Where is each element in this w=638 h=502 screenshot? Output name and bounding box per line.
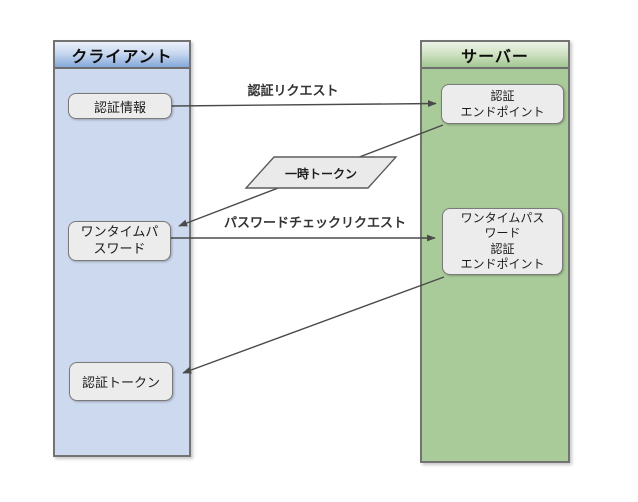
temp-token-label: 一時トークン: [284, 166, 357, 181]
server-lane-title: サーバー: [422, 42, 568, 69]
auth-token-arrow: [182, 276, 445, 374]
node-auth-endpoint-line2: エンドポイント: [460, 105, 545, 119]
node-otp-auth-endpoint-line2: ワード: [484, 226, 521, 240]
node-auth-token-label: 認証トークン: [81, 376, 160, 391]
node-one-time-password-line1: ワンタイムパ: [80, 225, 159, 240]
client-lane-title: クライアント: [55, 42, 189, 69]
node-otp-auth-endpoint: ワンタイムパス ワード 認証 エンドポイント: [442, 208, 563, 275]
node-auth-info-label: 認証情報: [93, 100, 146, 116]
node-one-time-password-line2: スワード: [93, 242, 146, 257]
node-otp-auth-endpoint-line4: エンドポイント: [460, 257, 545, 271]
node-auth-endpoint-line1: 認証: [490, 89, 515, 103]
temp-token-parallelogram: [244, 156, 398, 189]
node-auth-info: 認証情報: [68, 93, 172, 119]
node-auth-endpoint: 認証 エンドポイント: [441, 84, 564, 124]
node-otp-auth-endpoint-line3: 認証: [490, 241, 515, 256]
auth-request-arrow: [171, 100, 437, 108]
password-check-request-label: パスワードチェックリクエスト: [223, 216, 406, 231]
node-one-time-password: ワンタイムパ スワード: [68, 221, 171, 261]
node-otp-auth-endpoint-line1: ワンタイムパス: [460, 210, 545, 225]
auth-request-label: 認証リクエスト: [247, 84, 339, 99]
node-auth-token: 認証トークン: [69, 362, 173, 401]
